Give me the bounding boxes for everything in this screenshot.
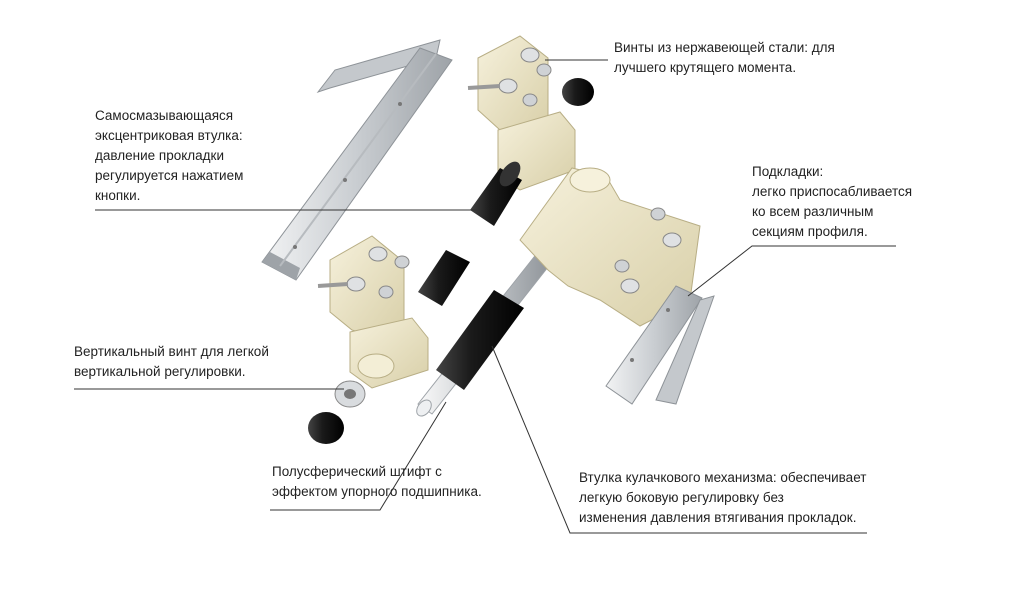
cam-bushing	[436, 290, 524, 390]
screw-icon	[522, 93, 538, 107]
leader-lines	[74, 59, 896, 534]
callout-stainless-screws: Винты из нержавеющей стали: для лучшего …	[614, 38, 835, 78]
callout-line: эффектом упорного подшипника.	[272, 484, 482, 499]
callout-line: легкую боковую регулировку без	[579, 490, 784, 505]
hinge-pin	[416, 251, 553, 417]
screw-icon	[378, 285, 394, 299]
callout-vertical-screw: Вертикальный винт для легкой вертикально…	[74, 342, 269, 382]
screw-icon	[394, 255, 410, 269]
upper-hinge-plate	[467, 35, 576, 191]
screw-icon	[650, 207, 666, 221]
callout-line: Винты из нержавеющей стали: для	[614, 40, 835, 55]
callout-cam-bushing: Втулка кулачкового механизма: обеспечива…	[579, 468, 866, 528]
callout-line: лучшего крутящего момента.	[614, 60, 797, 75]
callout-line: ко всем различным	[752, 204, 874, 219]
callout-line: Полусферический штифт с	[272, 464, 442, 479]
screw-icon	[662, 232, 682, 248]
rubber-sleeve	[418, 250, 470, 306]
long-profile-rail	[261, 39, 453, 281]
callout-line: Подкладки:	[752, 164, 824, 179]
screw-icon	[368, 246, 388, 262]
callout-line: кнопки.	[95, 188, 141, 203]
screw-icon	[520, 47, 540, 63]
shim-profile-rail	[605, 285, 715, 405]
lower-rubber-cap	[308, 412, 344, 444]
callout-line: вертикальной регулировки.	[74, 364, 246, 379]
vertical-adjustment-screw	[334, 380, 366, 408]
callout-hemispherical-pin: Полусферический штифт с эффектом упорног…	[272, 462, 482, 502]
callout-line: изменения давления втягивания прокладок.	[579, 510, 857, 525]
screw-icon	[498, 78, 518, 94]
screw-icon	[536, 63, 552, 77]
callout-line: Самосмазывающаяся	[95, 108, 234, 123]
callout-line: Вертикальный винт для легкой	[74, 344, 269, 359]
lower-left-hinge-plate	[317, 235, 429, 389]
screw-icon	[620, 278, 640, 294]
screw-icon	[346, 276, 366, 292]
callout-line: легко приспосабливается	[752, 184, 913, 199]
callout-line: секциям профиля.	[752, 224, 868, 239]
upper-rubber-cap	[562, 78, 594, 106]
screw-icon	[614, 259, 630, 273]
callout-shims: Подкладки: легко приспосабливается ко вс…	[752, 162, 912, 242]
callout-line: эксцентриковая втулка:	[95, 128, 243, 143]
eccentric-bushing	[470, 161, 522, 226]
callout-line: давление прокладки	[95, 148, 224, 163]
callout-eccentric-bushing: Самосмазывающаяся эксцентриковая втулка:…	[95, 106, 243, 206]
callout-line: Втулка кулачкового механизма: обеспечива…	[579, 470, 867, 485]
callout-line: регулируется нажатием	[95, 168, 244, 183]
